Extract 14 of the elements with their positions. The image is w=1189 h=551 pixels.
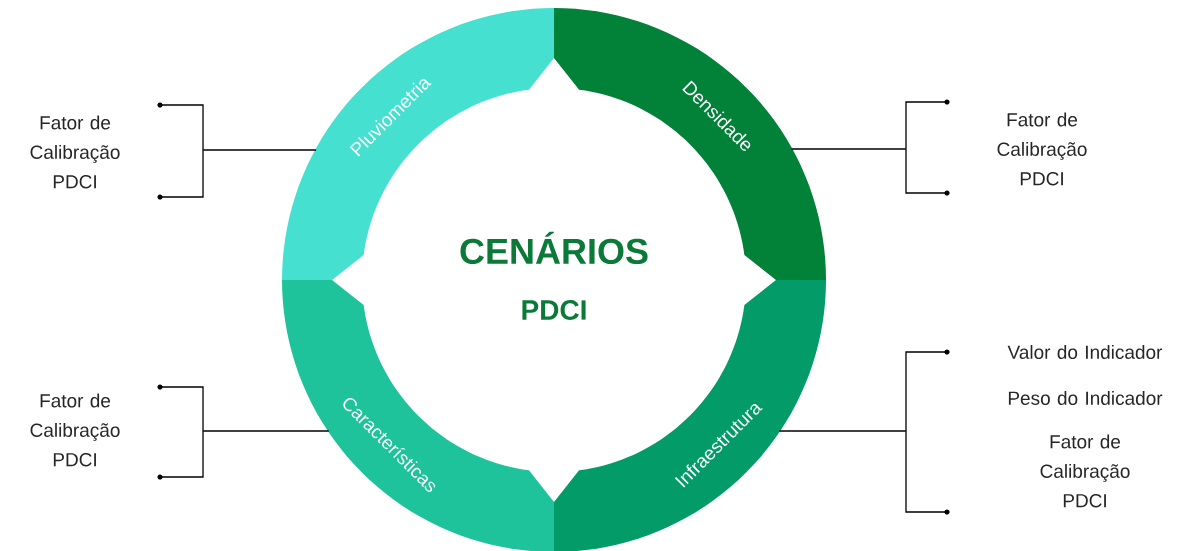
bracket-label: Fator de Calibração PDCI bbox=[30, 393, 120, 467]
bracket-label: Valor do Indicador bbox=[1007, 345, 1163, 359]
connector-line bbox=[790, 148, 907, 150]
bracket-label: Fator de Calibração PDCI bbox=[997, 112, 1087, 186]
bracket-label: Fator de Calibração PDCI bbox=[30, 115, 120, 189]
bracket-label: Peso do Indicador bbox=[1008, 391, 1163, 405]
bracket-label: Fator de Calibração PDCI bbox=[1040, 434, 1130, 508]
bracket bbox=[157, 102, 204, 200]
connector-line bbox=[778, 430, 907, 432]
connector-line bbox=[202, 149, 317, 151]
bracket bbox=[905, 99, 950, 196]
bracket bbox=[157, 384, 204, 480]
connector-line bbox=[202, 430, 330, 432]
bracket bbox=[905, 349, 950, 515]
